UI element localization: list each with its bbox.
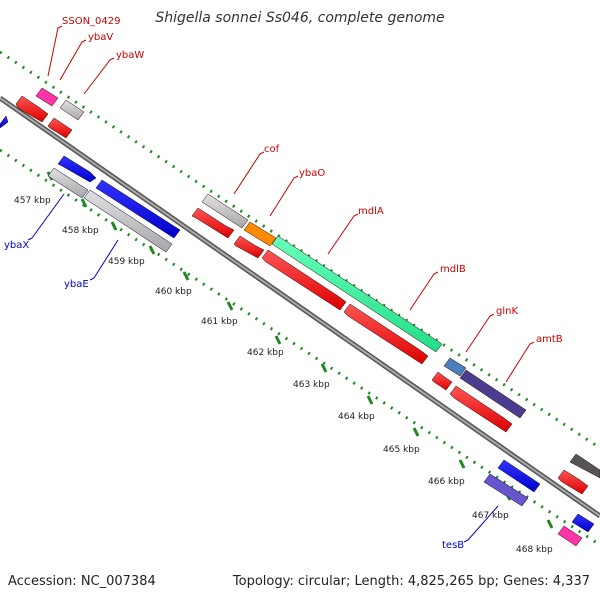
- gene-label-ybaV: ybaV: [88, 32, 113, 43]
- gene-feature[interactable]: [0, 115, 9, 129]
- gene-feature[interactable]: [57, 155, 97, 183]
- gene-feature-sson-0429[interactable]: [35, 87, 59, 107]
- dotted-track-inner: [0, 148, 600, 547]
- gene-label-tesB: tesB: [442, 540, 464, 551]
- gene-feature-ybaE[interactable]: [83, 189, 173, 253]
- gene-feature[interactable]: [191, 207, 235, 239]
- reverse-gene-labels: ybaX ybaE tesB: [4, 240, 464, 551]
- kbp-labels: 457 kbp 458 kbp 459 kbp 460 kbp 461 kbp …: [14, 196, 553, 555]
- gene-label-ybaW: ybaW: [116, 50, 144, 61]
- kbp-label: 465 kbp: [383, 445, 420, 455]
- kbp-ticks: [46, 171, 554, 529]
- gene-feature-tesB[interactable]: [483, 473, 529, 507]
- forward-gene-labels: SSON_0429 ybaV ybaW cof ybaO mdlA mdlB g…: [62, 16, 563, 345]
- gene-feature[interactable]: [47, 117, 73, 139]
- gene-feature[interactable]: [343, 303, 429, 365]
- gene-feature[interactable]: [15, 95, 49, 123]
- gene-label-sson-0429: SSON_0429: [62, 16, 121, 27]
- gene-label-mdlB: mdlB: [440, 264, 466, 275]
- gene-feature[interactable]: [571, 513, 595, 533]
- kbp-label: 464 kbp: [338, 412, 375, 422]
- gene-feature[interactable]: [95, 179, 181, 239]
- gene-feature-amtB[interactable]: [459, 369, 527, 419]
- gene-feature[interactable]: [569, 453, 600, 479]
- forward-features: [15, 87, 600, 547]
- kbp-label: 458 kbp: [62, 226, 99, 236]
- gene-feature-mdlA[interactable]: [271, 235, 443, 353]
- gene-label-ybaX: ybaX: [4, 240, 29, 251]
- reverse-leaders: [27, 193, 499, 543]
- kbp-label: 467 kbp: [472, 511, 509, 521]
- gene-label-cof: cof: [264, 144, 280, 155]
- gene-label-amtB: amtB: [536, 334, 563, 345]
- kbp-label: 460 kbp: [155, 287, 192, 297]
- reverse-features: [0, 115, 595, 533]
- gene-feature-cof[interactable]: [201, 193, 249, 229]
- gene-feature-ybaX[interactable]: [47, 167, 89, 199]
- kbp-label: 461 kbp: [201, 317, 238, 327]
- gene-feature[interactable]: [557, 469, 589, 495]
- kbp-label: 459 kbp: [108, 257, 145, 267]
- gene-feature[interactable]: [497, 459, 541, 493]
- kbp-label: 462 kbp: [247, 348, 284, 358]
- kbp-label: 468 kbp: [516, 545, 553, 555]
- gene-feature[interactable]: [557, 525, 583, 547]
- gene-label-ybaO: ybaO: [299, 168, 325, 179]
- kbp-label: 466 kbp: [428, 477, 465, 487]
- gene-feature-ybaV[interactable]: [59, 99, 85, 121]
- kbp-label: 457 kbp: [14, 196, 51, 206]
- genome-backbone: [0, 95, 600, 519]
- gene-label-ybaE: ybaE: [64, 279, 89, 290]
- gene-feature[interactable]: [431, 371, 453, 391]
- forward-leaders: [47, 25, 535, 383]
- gene-label-mdlA: mdlA: [358, 206, 384, 217]
- accession-text: Accession: NC_007384: [8, 574, 156, 589]
- kbp-label: 463 kbp: [293, 380, 330, 390]
- genome-summary-text: Topology: circular; Length: 4,825,265 bp…: [232, 574, 590, 589]
- gene-label-glnK: glnK: [496, 306, 518, 317]
- gene-feature-mdlB[interactable]: [261, 249, 347, 311]
- gene-feature[interactable]: [449, 385, 513, 433]
- gene-feature-ybaO[interactable]: [243, 221, 277, 247]
- gene-feature[interactable]: [233, 235, 265, 259]
- gene-feature-glnK[interactable]: [443, 357, 467, 377]
- map-title: Shigella sonnei Ss046, complete genome: [155, 10, 445, 26]
